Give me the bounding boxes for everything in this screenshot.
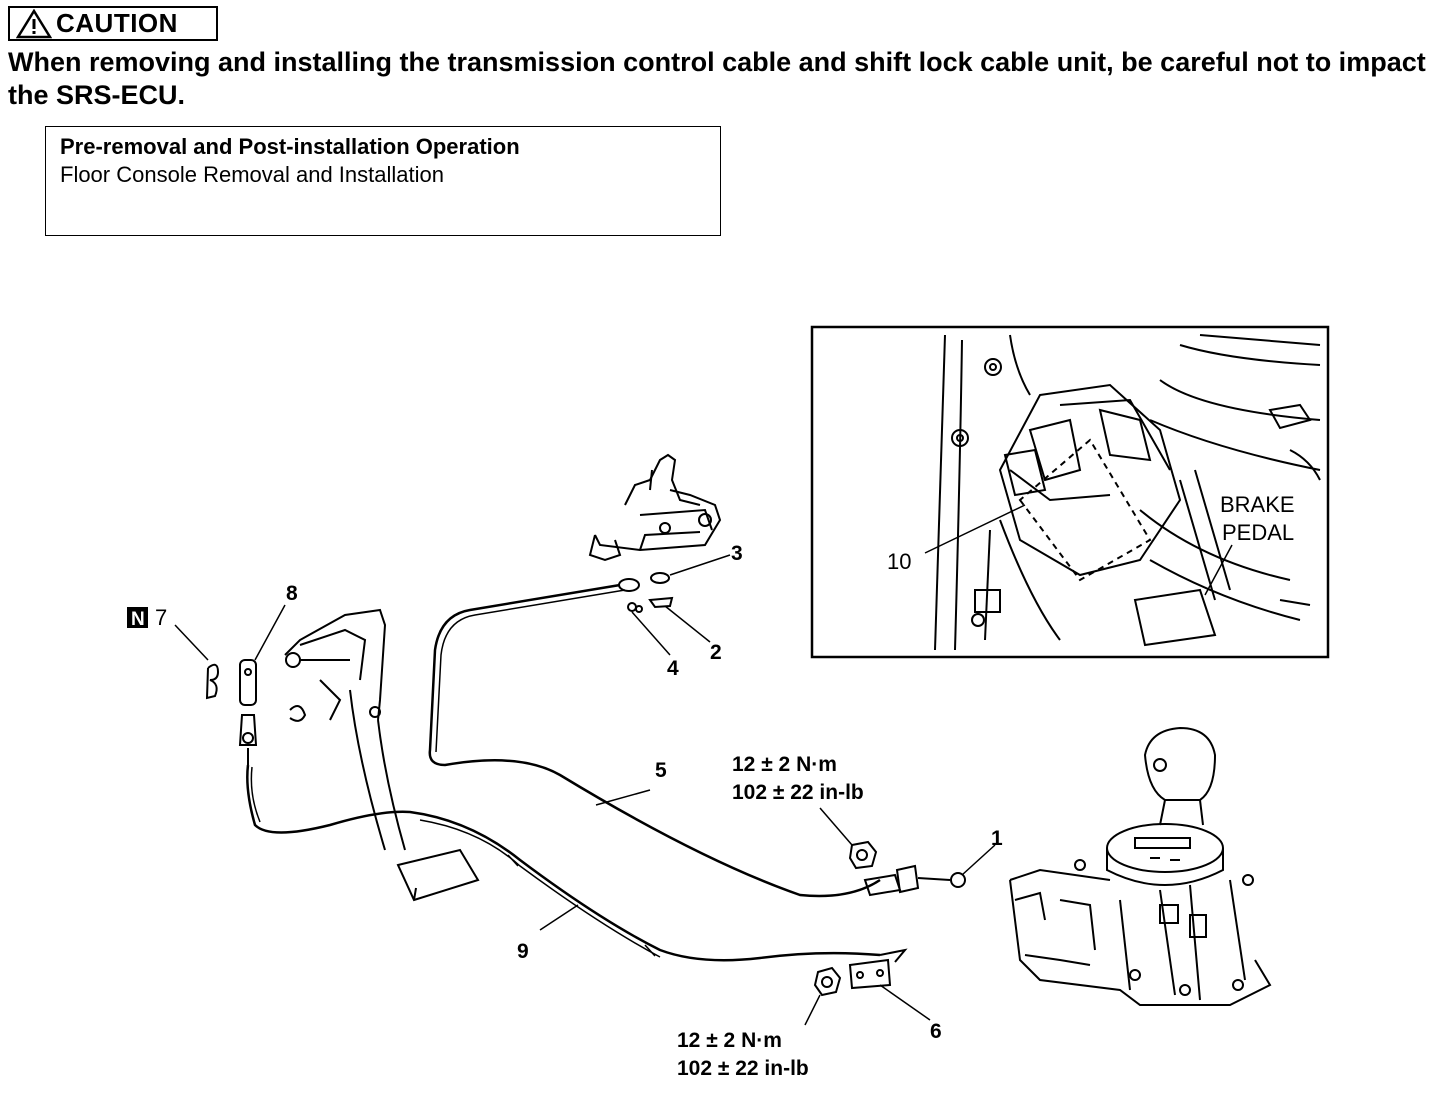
caution-text: When removing and installing the transmi… <box>8 47 1426 110</box>
caution-label: CAUTION <box>56 8 178 38</box>
operation-box-item: Floor Console Removal and Installation <box>60 162 444 187</box>
operation-box-title: Pre-removal and Post-installation Operat… <box>60 134 520 159</box>
lower-torque-nm: 12 ± 2 N·m <box>677 1029 782 1052</box>
shift-lever-assembly <box>1009 726 1272 1006</box>
lower-nut <box>804 966 842 1026</box>
lower-torque-inlb: 102 ± 22 in-lb <box>677 1057 809 1080</box>
shift-lock-cable-5 <box>428 583 881 898</box>
callout-8: 8 <box>286 582 298 605</box>
callout-4: 4 <box>667 657 679 680</box>
caution-header: CAUTION <box>8 6 218 41</box>
brake-pedal-label-line1: BRAKE <box>1220 492 1295 517</box>
operation-box: Pre-removal and Post-installation Operat… <box>45 126 721 236</box>
cable-bracket-6 <box>848 948 931 1021</box>
snap-pin-7 <box>174 624 220 700</box>
cable-clevis-8 <box>238 604 286 765</box>
cable-end-1 <box>863 844 996 897</box>
inset-brake-pedal-view <box>810 325 1330 659</box>
upper-nut <box>819 807 878 870</box>
callout-2: 2 <box>710 641 722 664</box>
callout-5: 5 <box>655 759 667 782</box>
transmission-control-cable-9 <box>246 764 881 962</box>
upper-torque-nm: 12 ± 2 N·m <box>732 753 837 776</box>
warning-triangle-icon <box>16 8 52 38</box>
callout-7: 7 <box>155 605 167 630</box>
callout-10: 10 <box>887 549 911 574</box>
callout-6: 6 <box>930 1020 942 1043</box>
cable-end-hardware <box>618 554 731 656</box>
callout-7-badge-box <box>127 607 148 628</box>
brake-pedal-assembly <box>284 608 480 902</box>
upper-torque-inlb: 102 ± 22 in-lb <box>732 781 864 804</box>
key-interlock-unit <box>588 453 722 562</box>
callout-9: 9 <box>517 940 529 963</box>
callout-3: 3 <box>731 542 743 565</box>
callout-7-badge: N <box>131 609 145 630</box>
brake-pedal-label-line2: PEDAL <box>1222 520 1294 545</box>
callout-1: 1 <box>991 827 1003 850</box>
